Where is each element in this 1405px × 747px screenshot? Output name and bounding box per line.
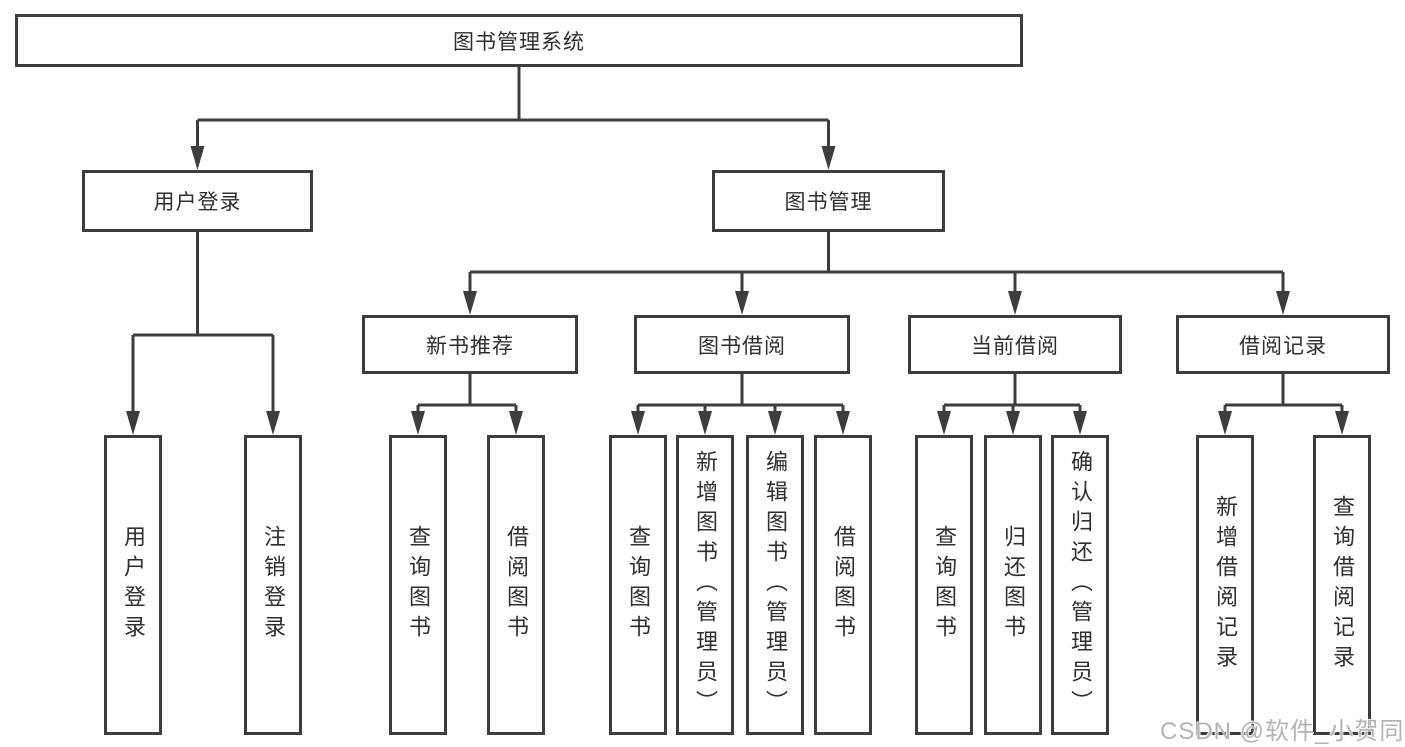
leaf-query-books-current-label: 查询图书 [932, 525, 957, 645]
node-current-borrowing-label: 当前借阅 [971, 334, 1059, 358]
leaf-query-borrow-record: 查询借阅记录 [1313, 435, 1371, 735]
leaf-return-books: 归还图书 [984, 435, 1042, 735]
leaf-borrow-books-recommend: 借阅图书 [487, 435, 545, 735]
arrowhead [190, 146, 205, 170]
arrowhead [631, 411, 645, 435]
leaf-borrow-books-borrowing-label: 借阅图书 [831, 525, 856, 645]
leaf-user-login: 用户登录 [104, 435, 162, 735]
arrowhead [1276, 291, 1290, 315]
node-borrow-records: 借阅记录 [1176, 315, 1390, 374]
leaf-edit-books-admin-label: 编辑图书（管理员） [763, 450, 788, 720]
leaf-add-books-admin-label: 新增图书（管理员） [693, 450, 718, 720]
arrowhead [411, 411, 425, 435]
leaf-add-books-admin: 新增图书（管理员） [676, 435, 734, 735]
node-root: 图书管理系统 [15, 14, 1023, 67]
arrowhead [821, 146, 836, 170]
leaf-borrow-books-borrowing: 借阅图书 [814, 435, 872, 735]
node-new-book-recommend-label: 新书推荐 [426, 334, 514, 358]
arrowhead [768, 411, 782, 435]
arrowhead [836, 411, 850, 435]
leaf-add-borrow-record-label: 新增借阅记录 [1213, 495, 1238, 675]
arrowhead [1006, 411, 1020, 435]
leaf-query-books-borrowing-label: 查询图书 [626, 525, 651, 645]
arrowhead [126, 411, 140, 435]
leaf-query-books-recommend-label: 查询图书 [406, 525, 431, 645]
arrowhead [1218, 411, 1232, 435]
node-current-borrowing: 当前借阅 [908, 315, 1122, 374]
leaf-query-books-borrowing: 查询图书 [609, 435, 667, 735]
arrowhead [463, 291, 477, 315]
arrowhead [1008, 291, 1022, 315]
leaf-borrow-books-recommend-label: 借阅图书 [504, 525, 529, 645]
node-root-label: 图书管理系统 [453, 30, 585, 54]
arrowhead [509, 411, 523, 435]
arrowhead [937, 411, 951, 435]
node-book-borrowing-label: 图书借阅 [698, 334, 786, 358]
node-book-management-label: 图书管理 [784, 191, 873, 214]
arrowhead [266, 411, 280, 435]
csdn-watermark: CSDN @软件_小贺同学 [1160, 718, 1405, 745]
leaf-confirm-return-admin-label: 确认归还（管理员） [1068, 450, 1093, 720]
node-book-management: 图书管理 [712, 170, 945, 232]
node-user-login-label: 用户登录 [153, 191, 242, 214]
leaf-query-books-current: 查询图书 [915, 435, 973, 735]
arrowhead [698, 411, 712, 435]
leaf-logout: 注销登录 [244, 435, 302, 735]
arrowhead [1073, 411, 1087, 435]
leaf-add-borrow-record: 新增借阅记录 [1196, 435, 1254, 735]
leaf-return-books-label: 归还图书 [1001, 525, 1026, 645]
arrowhead [1335, 411, 1349, 435]
node-user-login: 用户登录 [82, 170, 313, 232]
leaf-query-books-recommend: 查询图书 [389, 435, 447, 735]
node-new-book-recommend: 新书推荐 [362, 315, 578, 374]
leaf-user-login-label: 用户登录 [121, 525, 146, 645]
leaf-logout-label: 注销登录 [261, 525, 286, 645]
arrowhead [735, 291, 749, 315]
leaf-edit-books-admin: 编辑图书（管理员） [746, 435, 804, 735]
connector-path [131, 67, 1344, 415]
node-borrow-records-label: 借阅记录 [1239, 334, 1327, 358]
leaf-query-borrow-record-label: 查询借阅记录 [1330, 495, 1355, 675]
leaf-confirm-return-admin: 确认归还（管理员） [1051, 435, 1109, 735]
node-book-borrowing: 图书借阅 [634, 315, 850, 374]
